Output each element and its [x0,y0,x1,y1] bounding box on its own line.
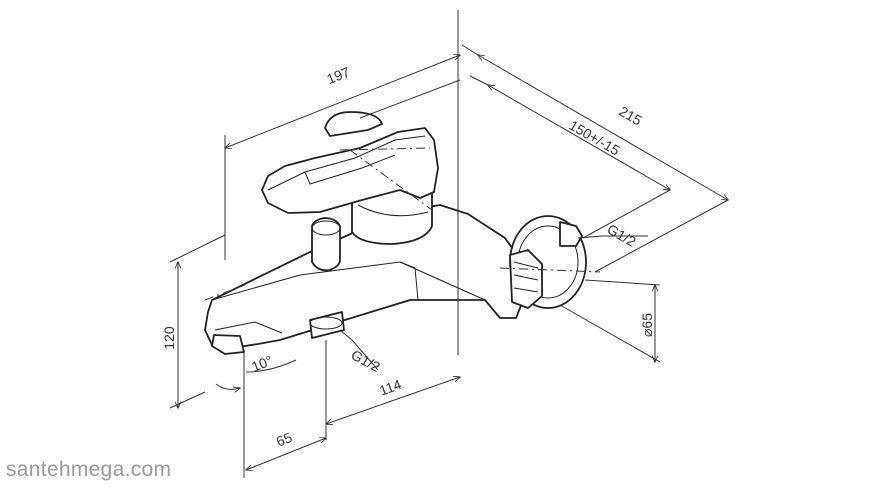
dim-label-g12-bottom: G1/2 [349,347,383,375]
dim-label-d65: ⌀65 [639,313,655,337]
dim-label-114: 114 [377,376,404,399]
dim-label-197: 197 [324,64,352,87]
dim-label-10deg: 10° [249,352,275,375]
dim-label-g12-back: G1/2 [605,221,639,250]
faucet-body [204,111,587,355]
watermark-text: santehmega.com [6,458,172,481]
dim-label-215: 215 [616,103,644,129]
dim-label-120: 120 [161,326,177,350]
dim-label-65: 65 [274,429,295,450]
dimension-lines [169,10,728,478]
center-lines [204,147,601,301]
